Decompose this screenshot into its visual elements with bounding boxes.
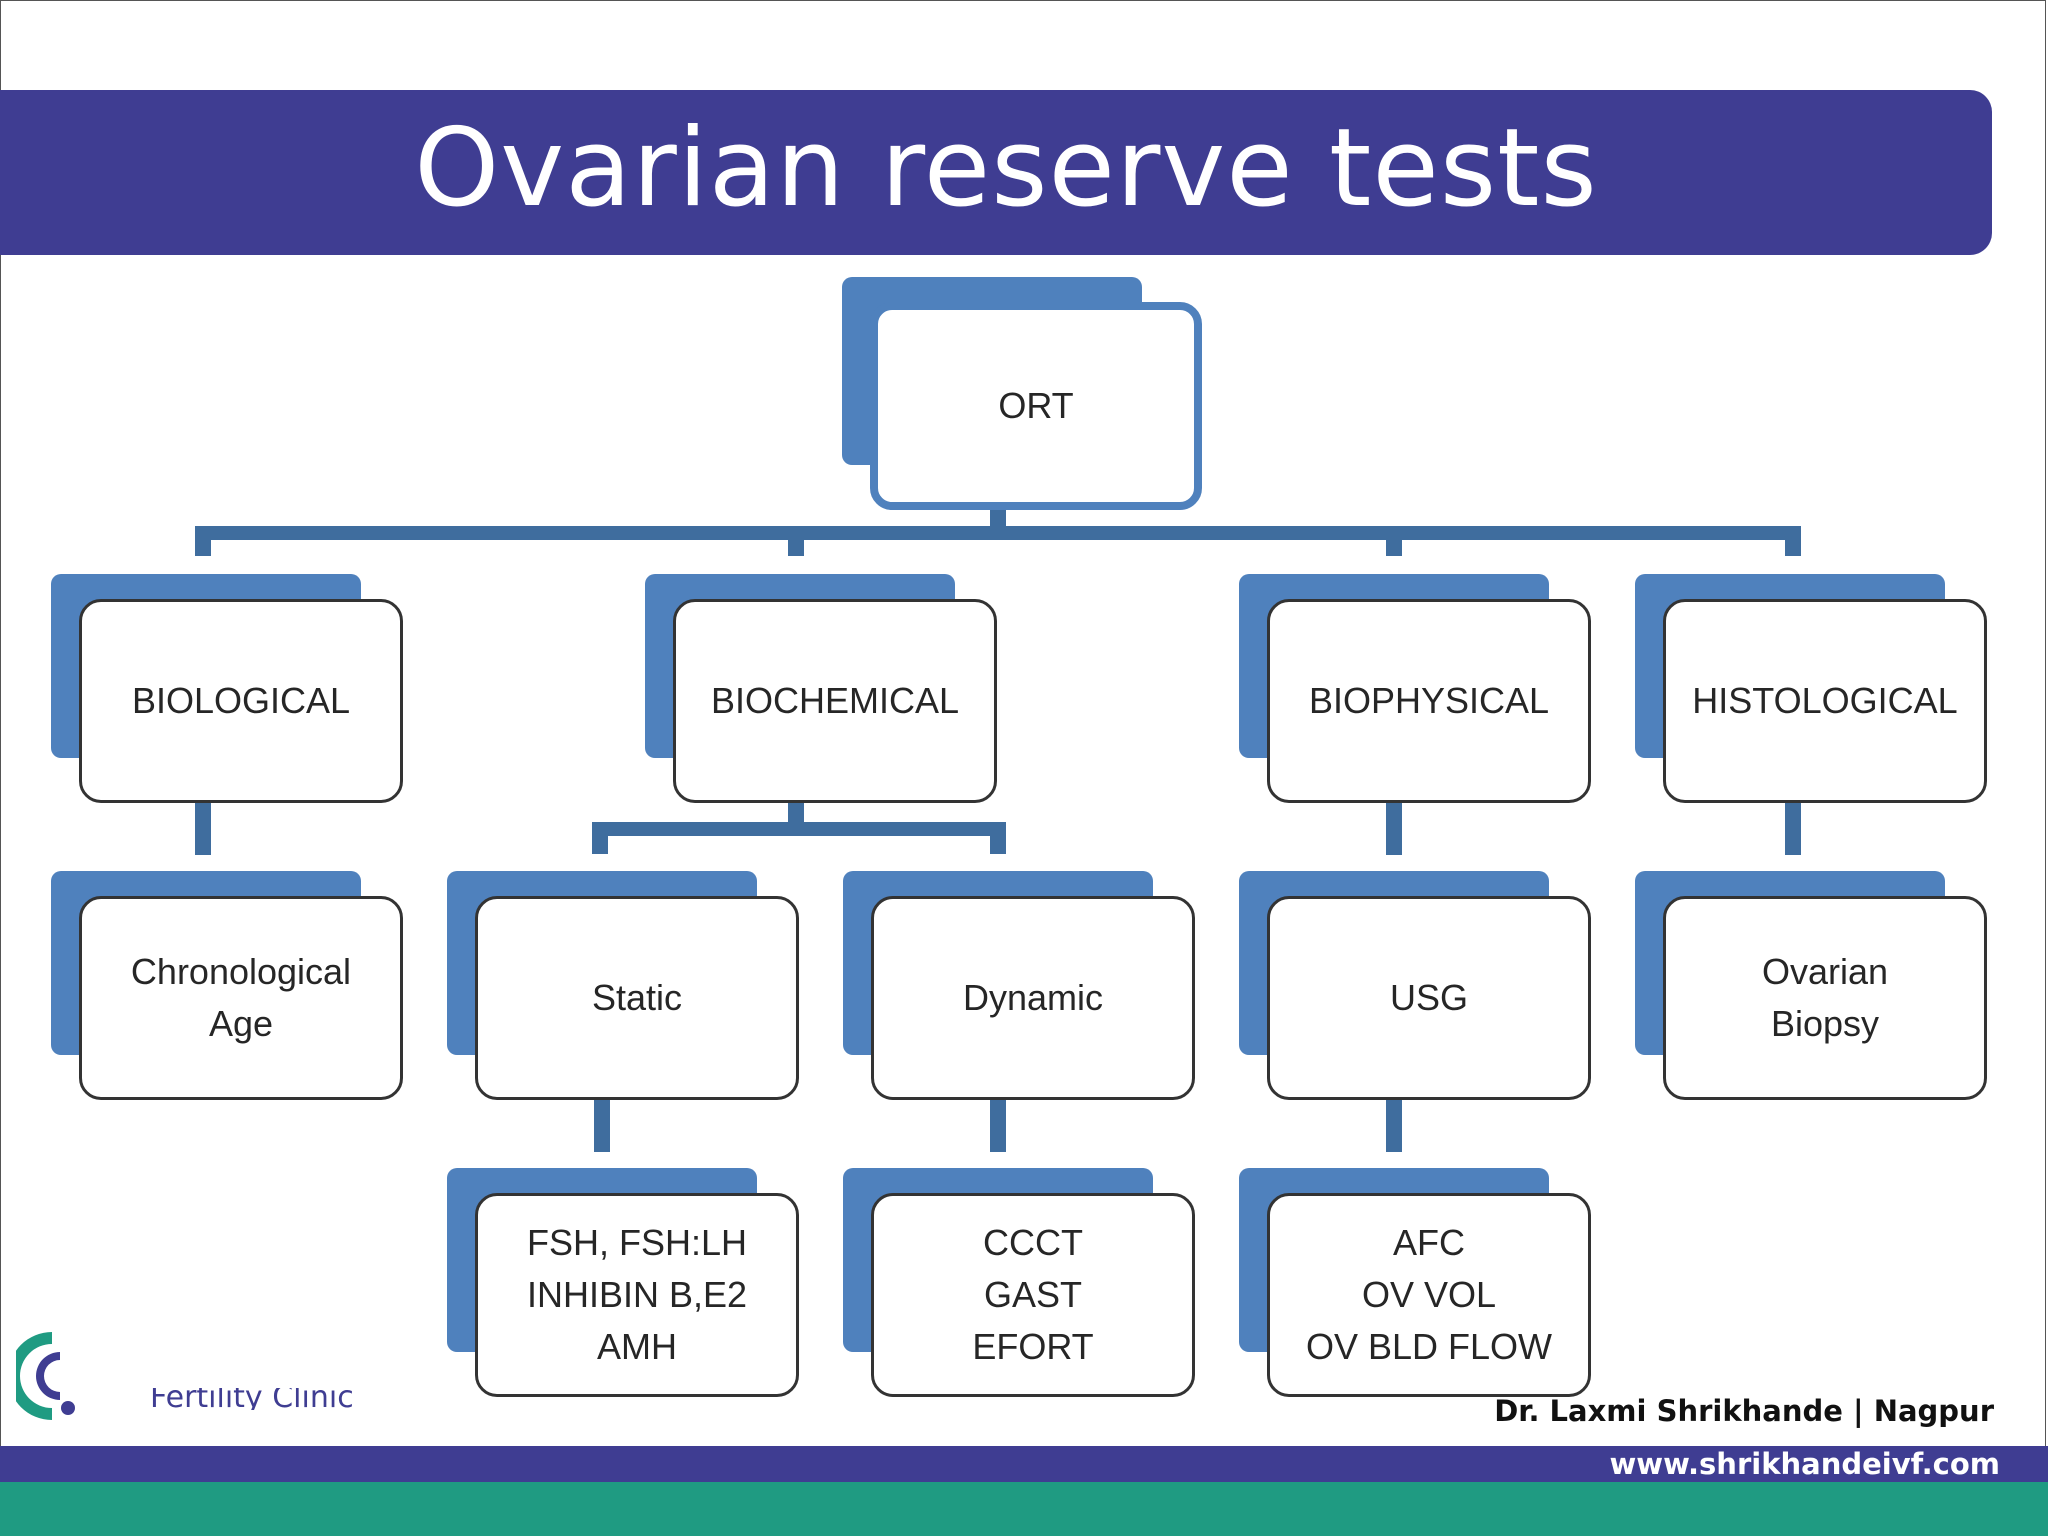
node-dynamic: Dynamic xyxy=(843,871,1195,1100)
node-histological: HISTOLOGICAL xyxy=(1635,574,1987,803)
doctor-credit: Dr. Laxmi Shrikhande | Nagpur xyxy=(1494,1394,1994,1428)
node-static: Static xyxy=(447,871,799,1100)
node-dynamic-label: Dynamic xyxy=(871,896,1195,1100)
clinic-name: Fertility Clinic xyxy=(150,1388,354,1410)
node-biochemical: BIOCHEMICAL xyxy=(645,574,997,803)
node-usg-label: USG xyxy=(1267,896,1591,1100)
node-ovarian-biopsy-label: Ovarian Biopsy xyxy=(1663,896,1987,1100)
node-static-tests-label: FSH, FSH:LH INHIBIN B,E2 AMH xyxy=(475,1193,799,1397)
node-ort-label: ORT xyxy=(870,302,1202,510)
node-usg: USG xyxy=(1239,871,1591,1100)
node-biological-label: BIOLOGICAL xyxy=(79,599,403,803)
website-link[interactable]: www.shrikhandeivf.com xyxy=(1609,1447,2000,1481)
footer-band-teal xyxy=(0,1482,2048,1536)
node-static-label: Static xyxy=(475,896,799,1100)
node-biochemical-label: BIOCHEMICAL xyxy=(673,599,997,803)
node-chronological-age-label: Chronological Age xyxy=(79,896,403,1100)
footer-band-navy xyxy=(0,1446,2048,1482)
node-biophysical: BIOPHYSICAL xyxy=(1239,574,1591,803)
node-dynamic-tests-label: CCCT GAST EFORT xyxy=(871,1193,1195,1397)
title-bar: Ovarian reserve tests xyxy=(0,90,1992,255)
node-histological-label: HISTOLOGICAL xyxy=(1663,599,1987,803)
node-usg-tests: AFC OV VOL OV BLD FLOW xyxy=(1239,1168,1591,1397)
node-static-tests: FSH, FSH:LH INHIBIN B,E2 AMH xyxy=(447,1168,799,1397)
node-biological: BIOLOGICAL xyxy=(51,574,403,803)
node-ovarian-biopsy: Ovarian Biopsy xyxy=(1635,871,1987,1100)
clinic-logo-icon xyxy=(16,1332,75,1420)
node-usg-tests-label: AFC OV VOL OV BLD FLOW xyxy=(1267,1193,1591,1397)
node-biophysical-label: BIOPHYSICAL xyxy=(1267,599,1591,803)
node-dynamic-tests: CCCT GAST EFORT xyxy=(843,1168,1195,1397)
node-ort: ORT xyxy=(842,277,1202,510)
slide-title: Ovarian reserve tests xyxy=(414,106,1598,231)
node-chronological-age: Chronological Age xyxy=(51,871,403,1100)
